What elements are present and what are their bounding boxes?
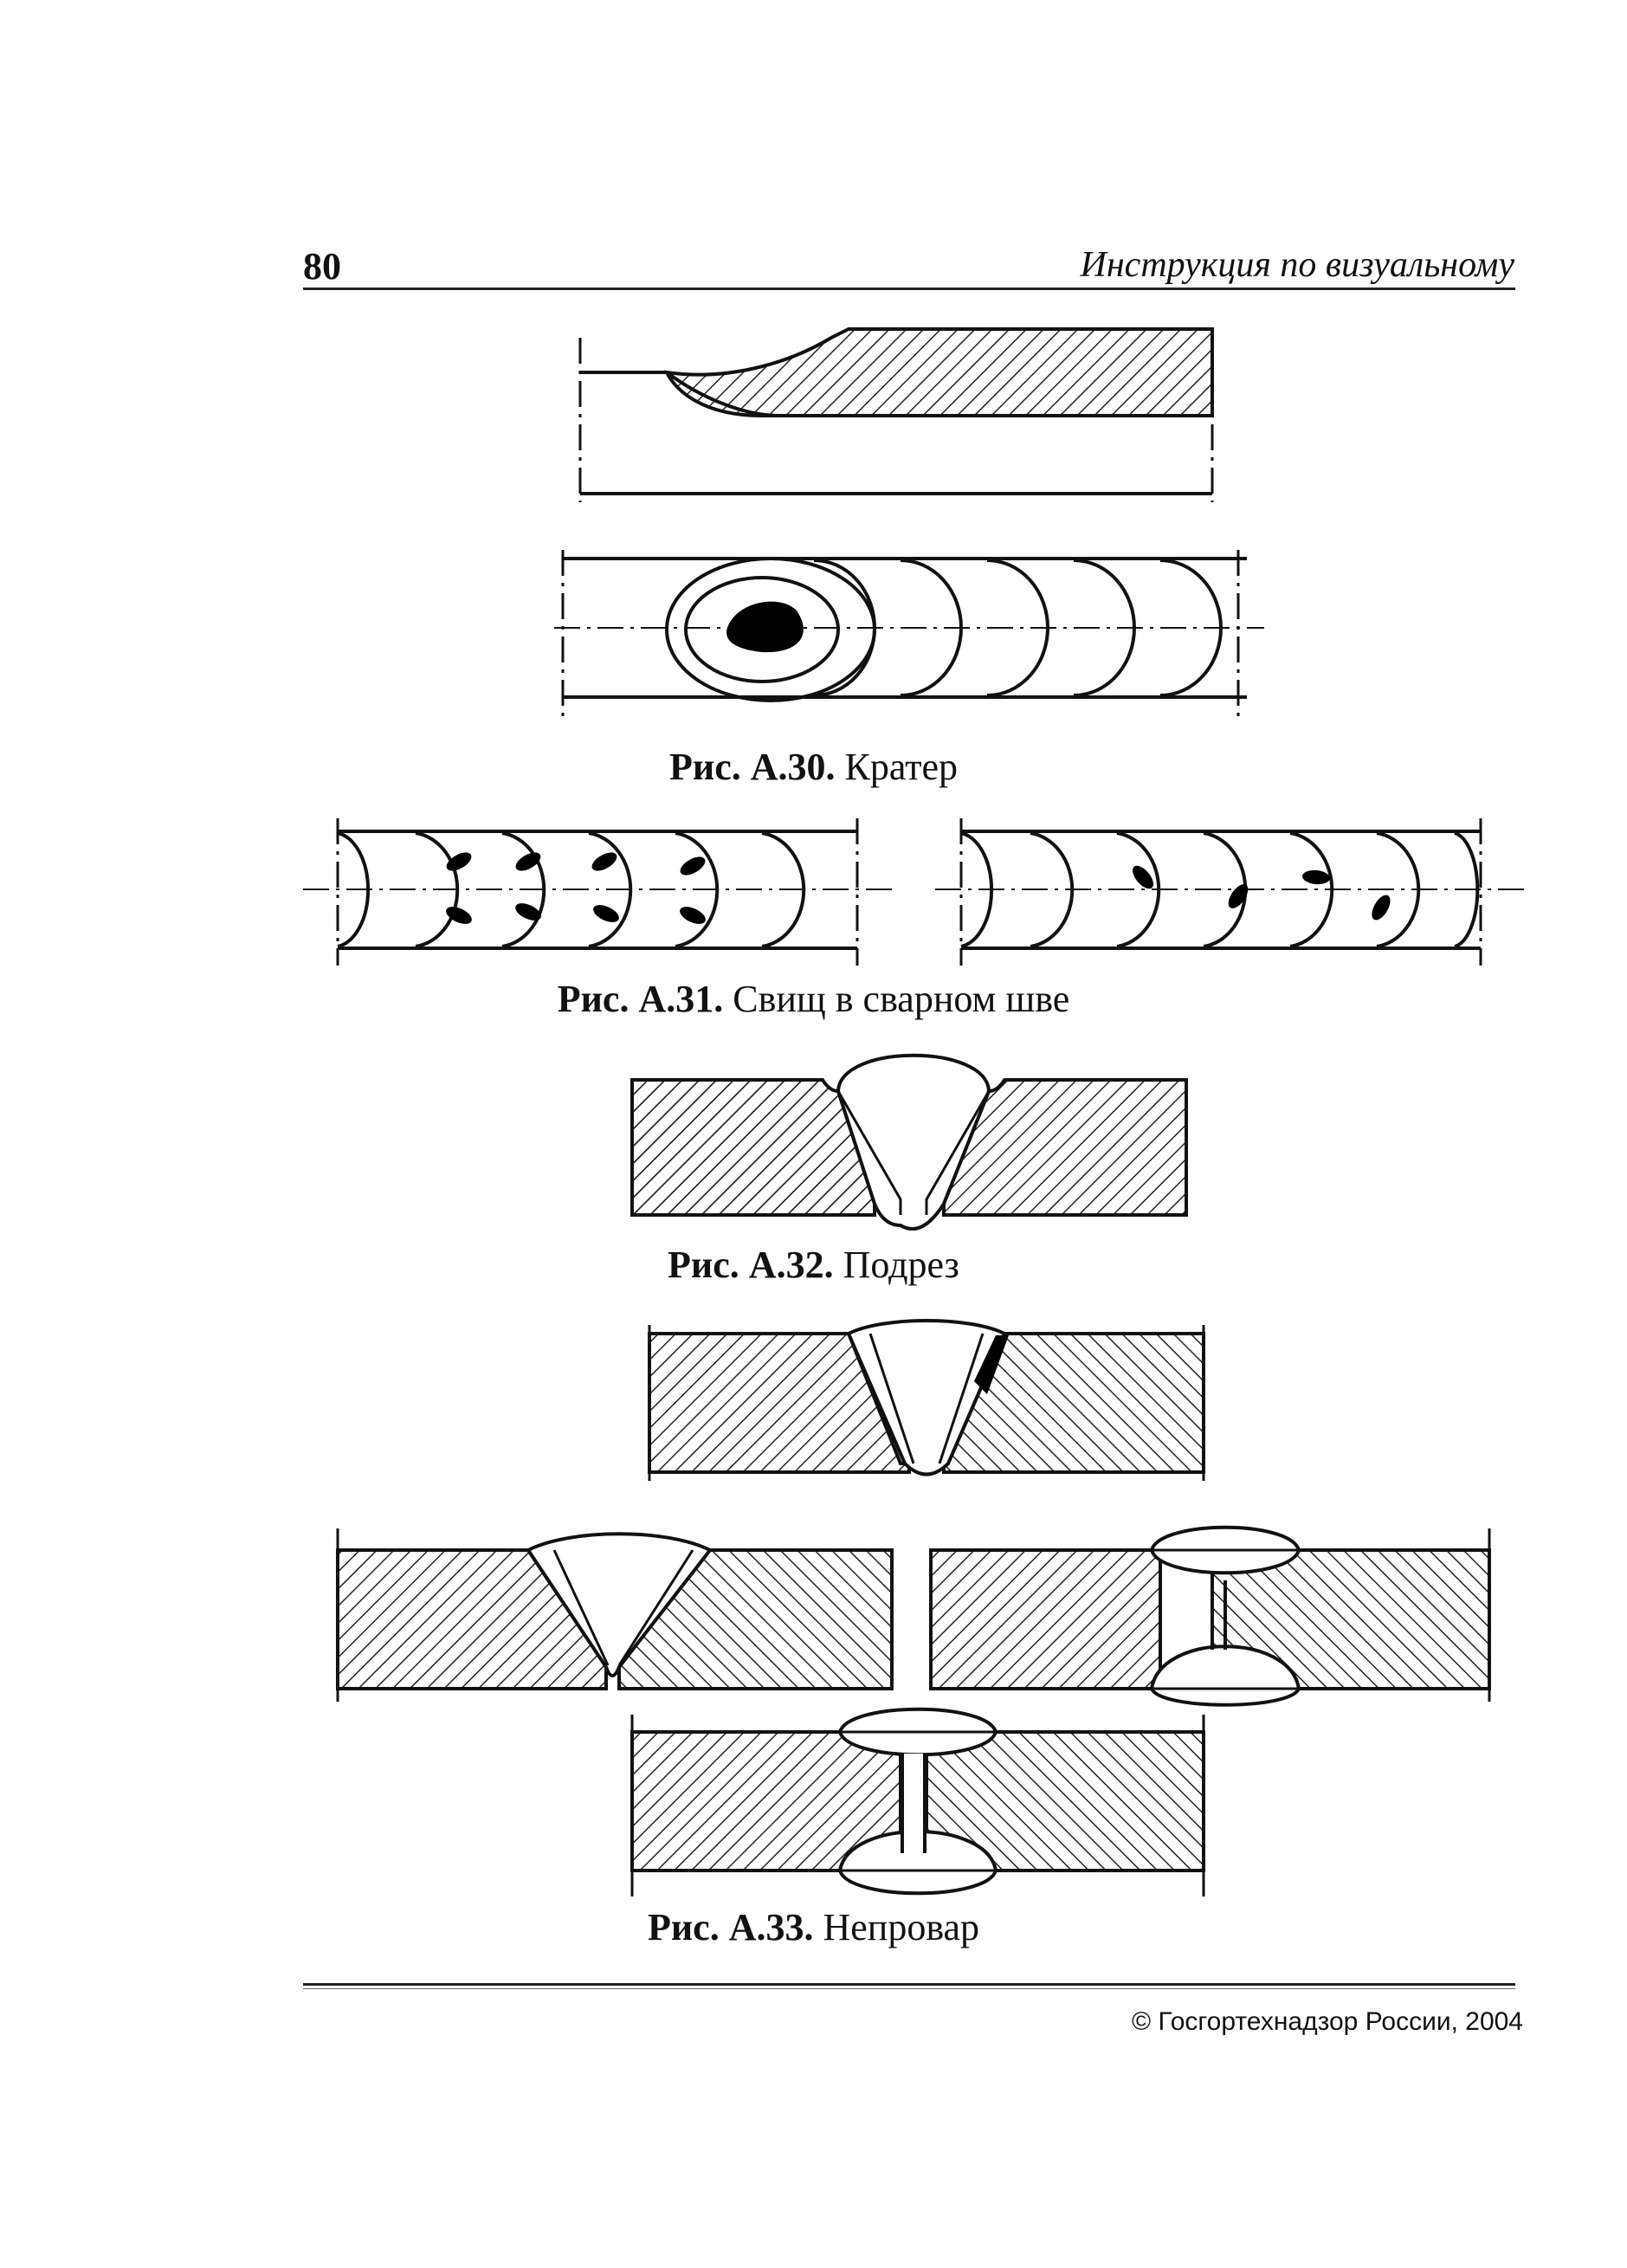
caption-a33-title: Непровар [823, 1906, 980, 1948]
footer-rule-thin [303, 1988, 1515, 1989]
fistula-left-figure [303, 818, 892, 966]
crater-section-figure [578, 327, 1214, 502]
running-title: Инструкция по визуальному [1080, 245, 1514, 285]
caption-a32: Рис. А.32. Подрез [0, 1243, 1627, 1287]
lack-of-penetration-bottom-figure [630, 1707, 1205, 1896]
lack-of-penetration-top-figure [648, 1319, 1205, 1481]
caption-a33-number: Рис. А.33. [647, 1906, 814, 1948]
footer-rule [303, 1983, 1515, 1986]
caption-a32-title: Подрез [843, 1244, 959, 1286]
crater-plan-figure [554, 550, 1264, 723]
undercut-figure [630, 1053, 1188, 1231]
caption-a30: Рис. А.30. Кратер [0, 745, 1627, 789]
lack-of-penetration-right-figure [929, 1525, 1491, 1707]
caption-a31: Рис. А.31. Свищ в сварном шве [0, 977, 1627, 1021]
header-rule [303, 288, 1515, 290]
copyright-notice: © Госгортехнадзор России, 2004 [1132, 2007, 1523, 2036]
fistula-right-figure [935, 818, 1524, 966]
page-number: 80 [303, 245, 341, 288]
caption-a30-number: Рис. А.30. [668, 746, 836, 788]
caption-a32-number: Рис. А.32. [668, 1244, 834, 1286]
caption-a31-number: Рис. А.31. [557, 978, 724, 1020]
caption-a31-title: Свищ в сварном шве [733, 978, 1070, 1020]
caption-a33: Рис. А.33. Непровар [0, 1905, 1627, 1949]
lack-of-penetration-left-figure [336, 1528, 894, 1702]
caption-a30-title: Кратер [844, 746, 959, 788]
